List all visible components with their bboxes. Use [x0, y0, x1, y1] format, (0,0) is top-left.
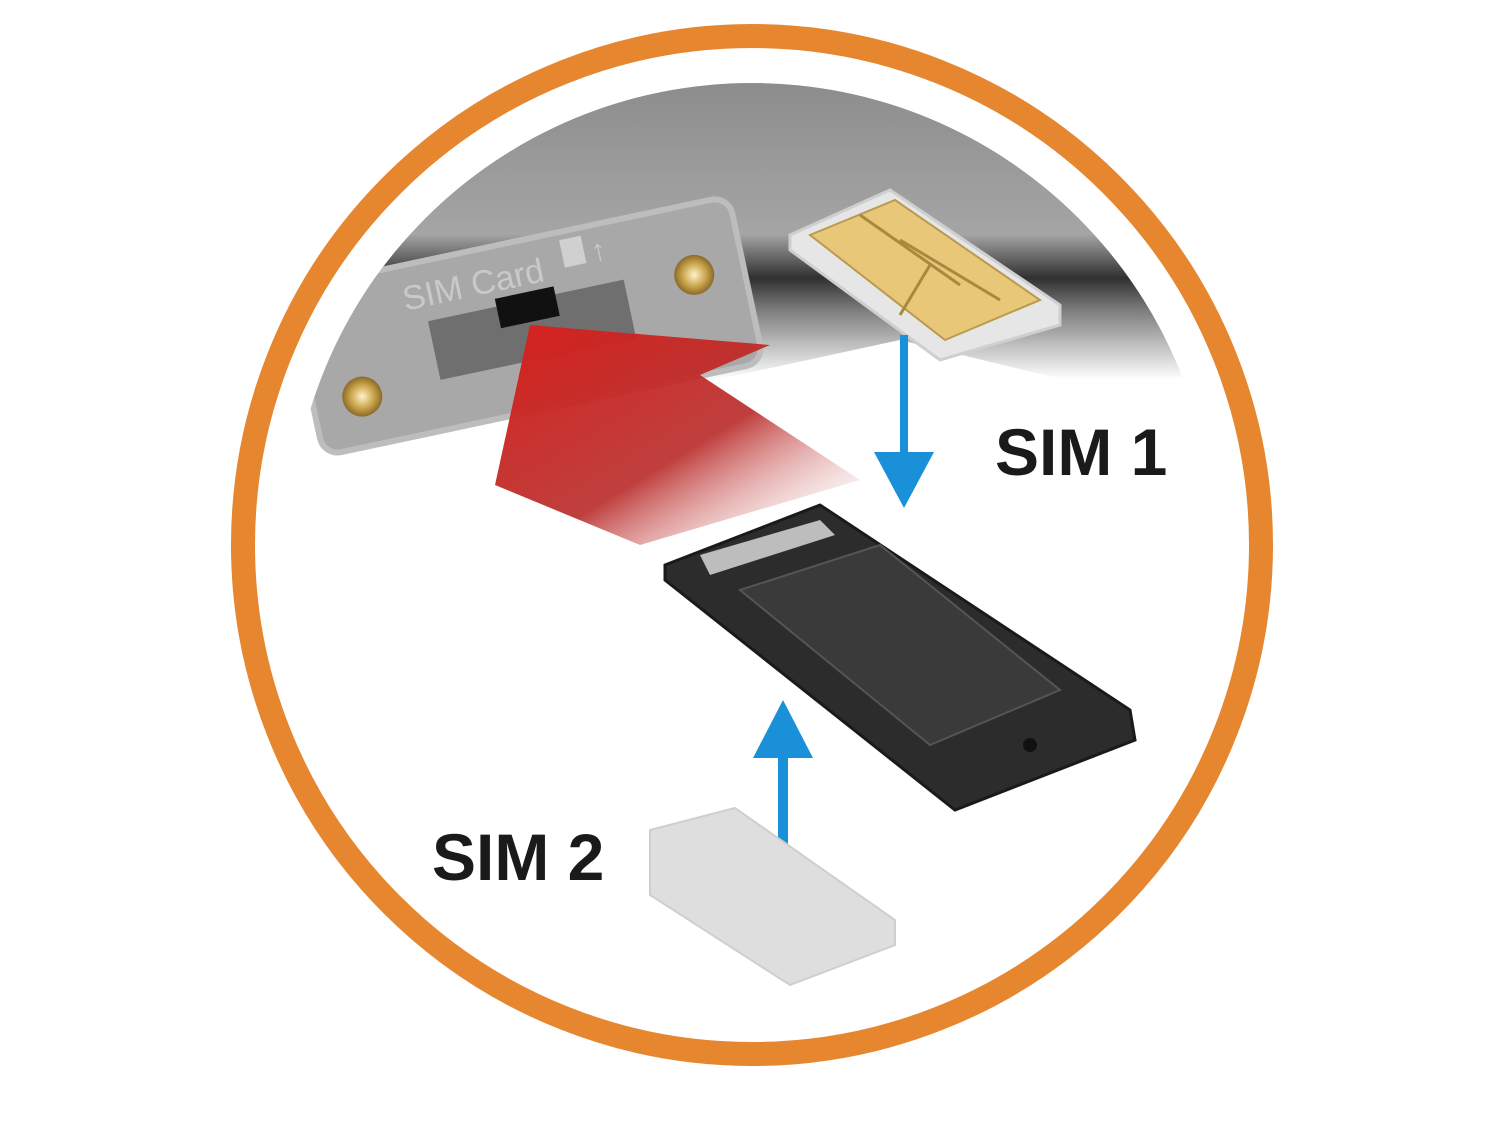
sim2-label: SIM 2 — [432, 820, 604, 894]
blue-arrow-up — [753, 700, 813, 890]
sim1-label: SIM 1 — [995, 415, 1167, 489]
screw-icon — [342, 376, 383, 417]
sim1-card — [788, 188, 1062, 362]
orange-ring — [231, 24, 1273, 1066]
sim-chip — [808, 198, 1043, 342]
sim2-card — [649, 806, 896, 987]
arrow-up-icon: ↑ — [588, 233, 610, 268]
blue-arrow-down — [874, 335, 934, 508]
screw-icon — [674, 254, 715, 295]
sim-tray — [663, 503, 1137, 812]
sim-card-icon — [559, 235, 587, 268]
red-insert-arrow — [495, 325, 860, 545]
